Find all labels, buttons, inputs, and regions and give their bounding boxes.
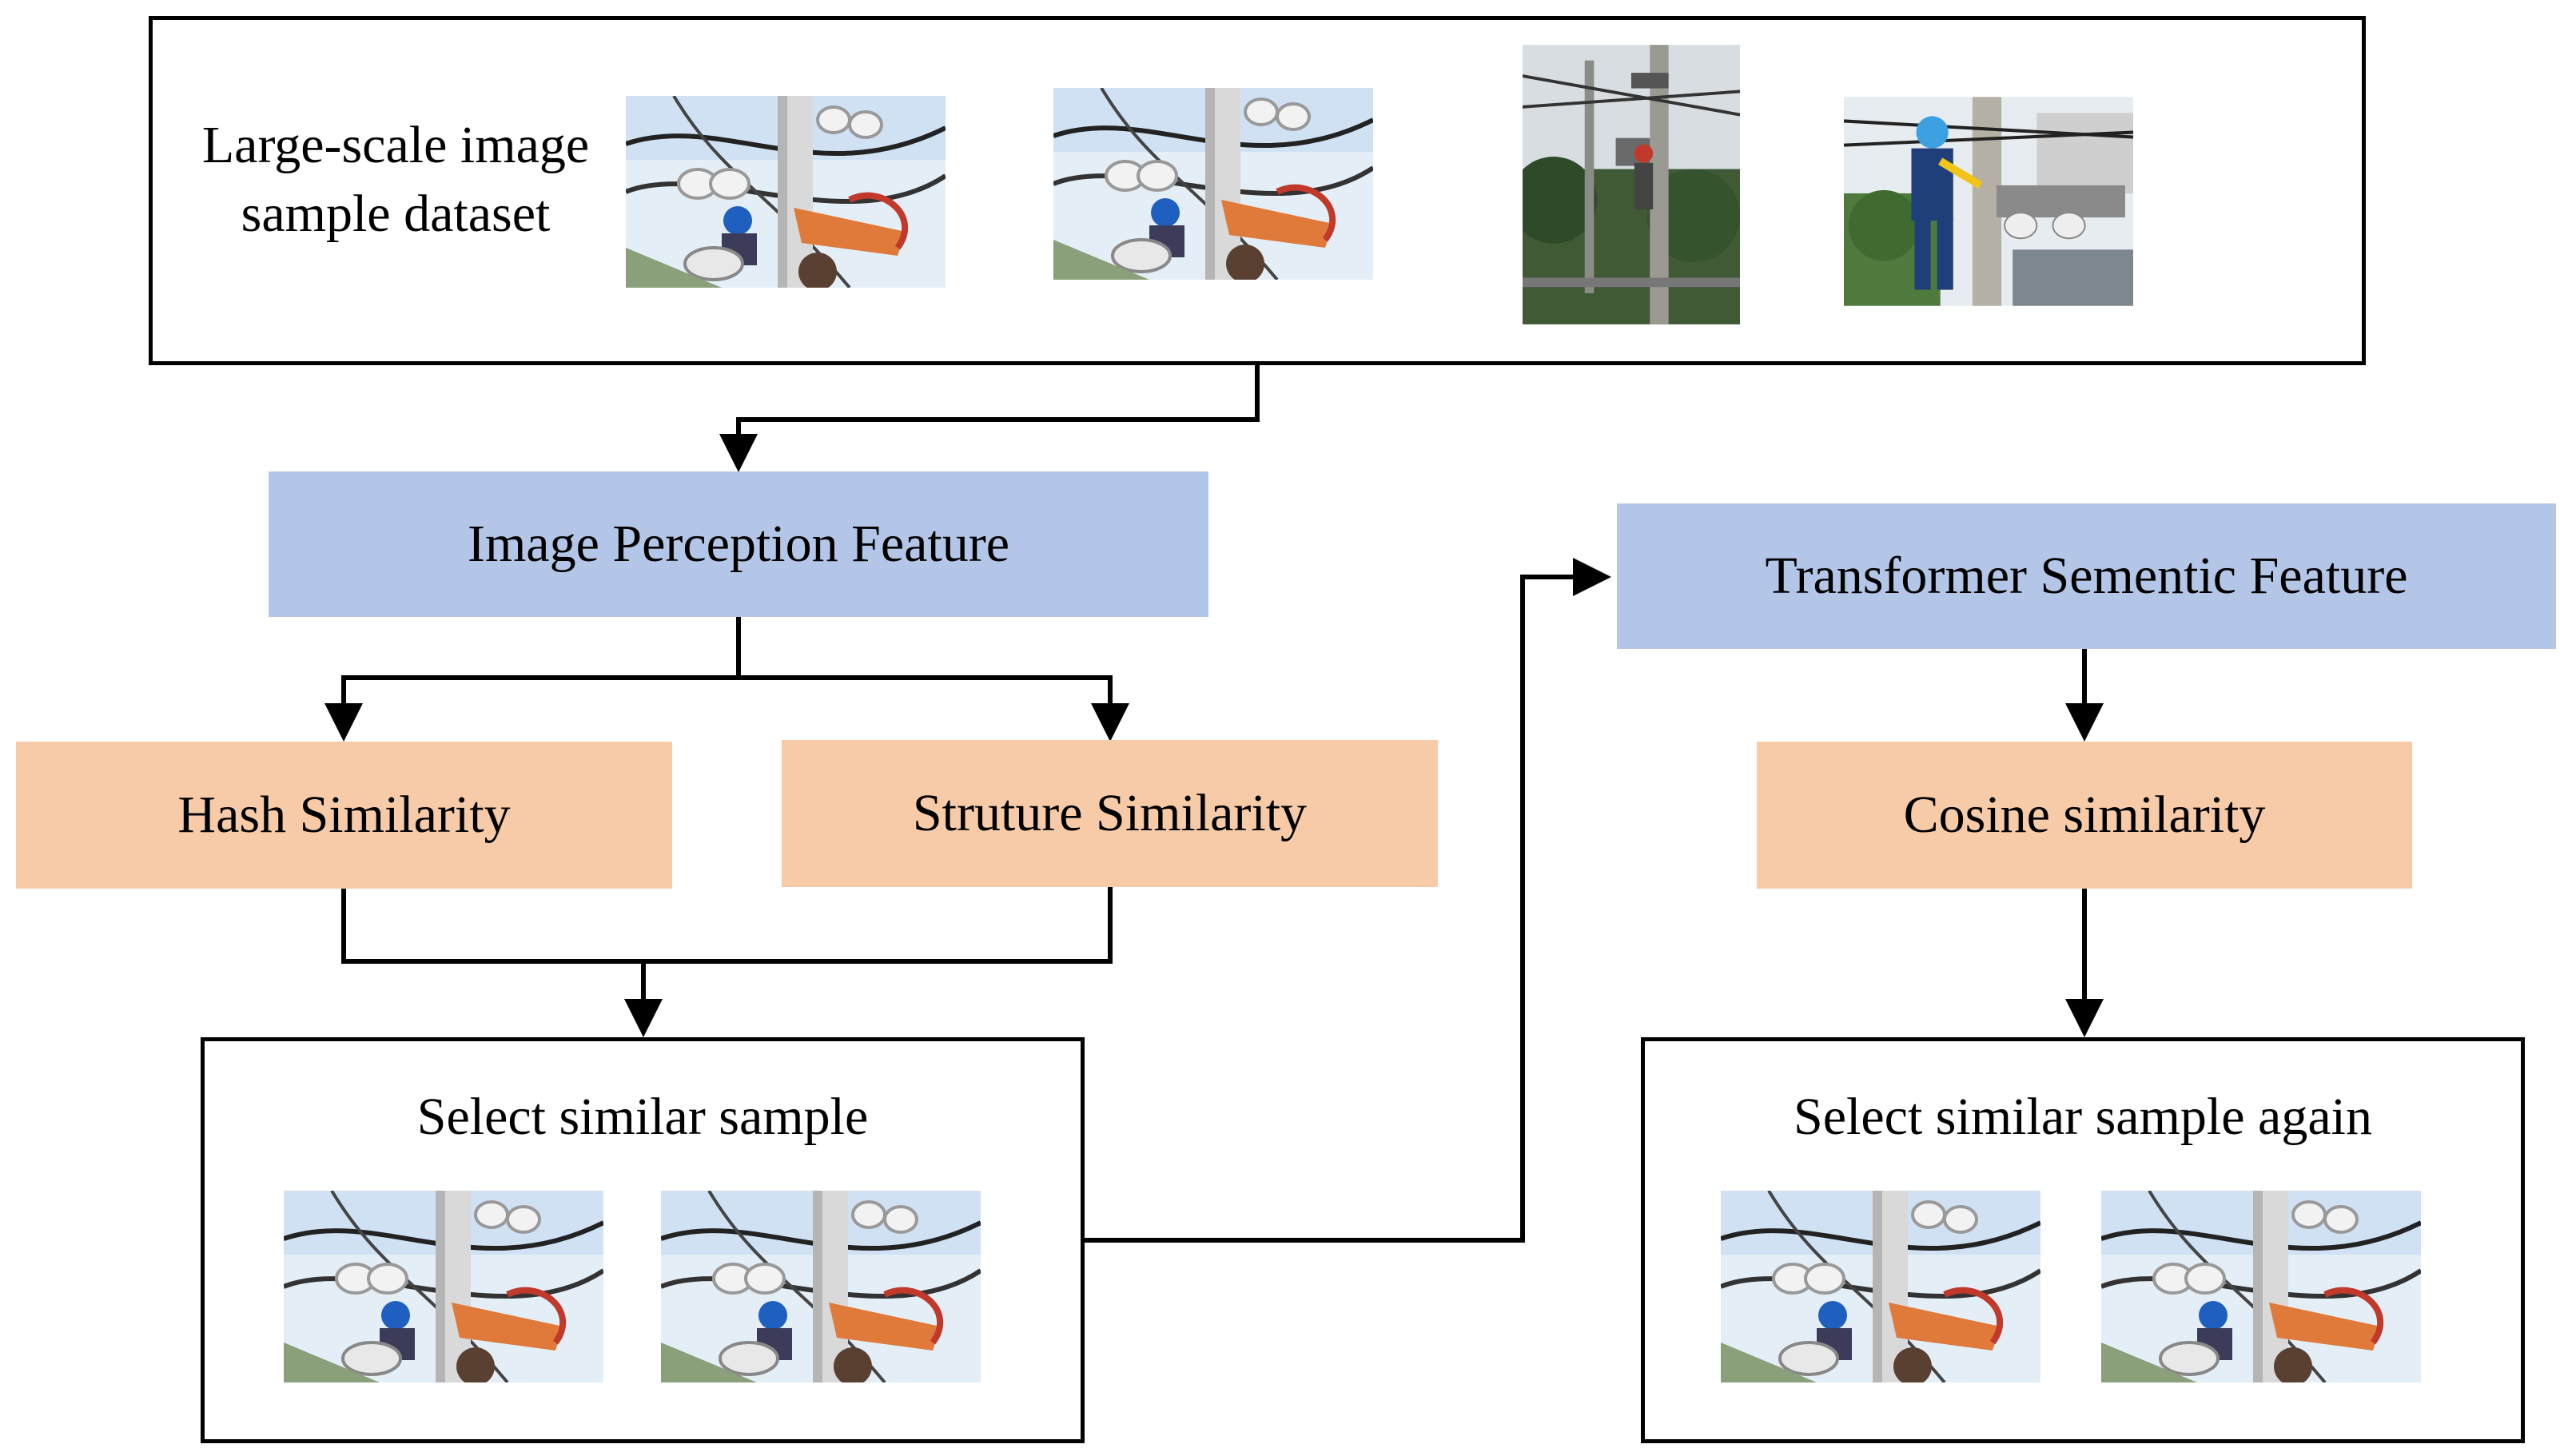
arrow-select-to-transformer [1085,558,1611,1243]
image-perception-feature-label: Image Perception Feature [467,515,1010,574]
dataset-title: Large-scale image sample dataset [172,100,619,260]
select-similar-sample-title: Select similar sample [416,1088,869,1147]
select-again-image-1 [1721,1191,2040,1382]
structure-similarity-label: Struture Similarity [912,784,1308,843]
select-image-1 [284,1191,603,1382]
arrow-similarity-to-select [341,887,1113,1032]
select-similar-sample-again-title: Select similar sample again [1794,1088,2372,1147]
dataset-title-line2: sample dataset [241,185,551,243]
arrow-perception-to-structure [739,675,1129,742]
select-again-image-2 [2101,1191,2421,1382]
arrow-dataset-to-perception [719,365,1260,472]
arrow-perception-to-hash [324,617,741,742]
hash-similarity-label: Hash Similarity [177,786,511,845]
transformer-semantic-feature-label: Transformer Sementic Feature [1765,547,2408,606]
cosine-similarity-label: Cosine similarity [1903,786,2266,845]
transformer-semantic-feature-box: Transformer Sementic Feature [1617,503,2556,649]
image-perception-feature-box: Image Perception Feature [269,471,1208,617]
select-image-2 [661,1191,981,1382]
structure-similarity-box: Struture Similarity [782,740,1438,887]
hash-similarity-box: Hash Similarity [16,742,672,889]
cosine-similarity-box: Cosine similarity [1757,742,2412,889]
dataset-title-line1: Large-scale image [201,116,590,175]
